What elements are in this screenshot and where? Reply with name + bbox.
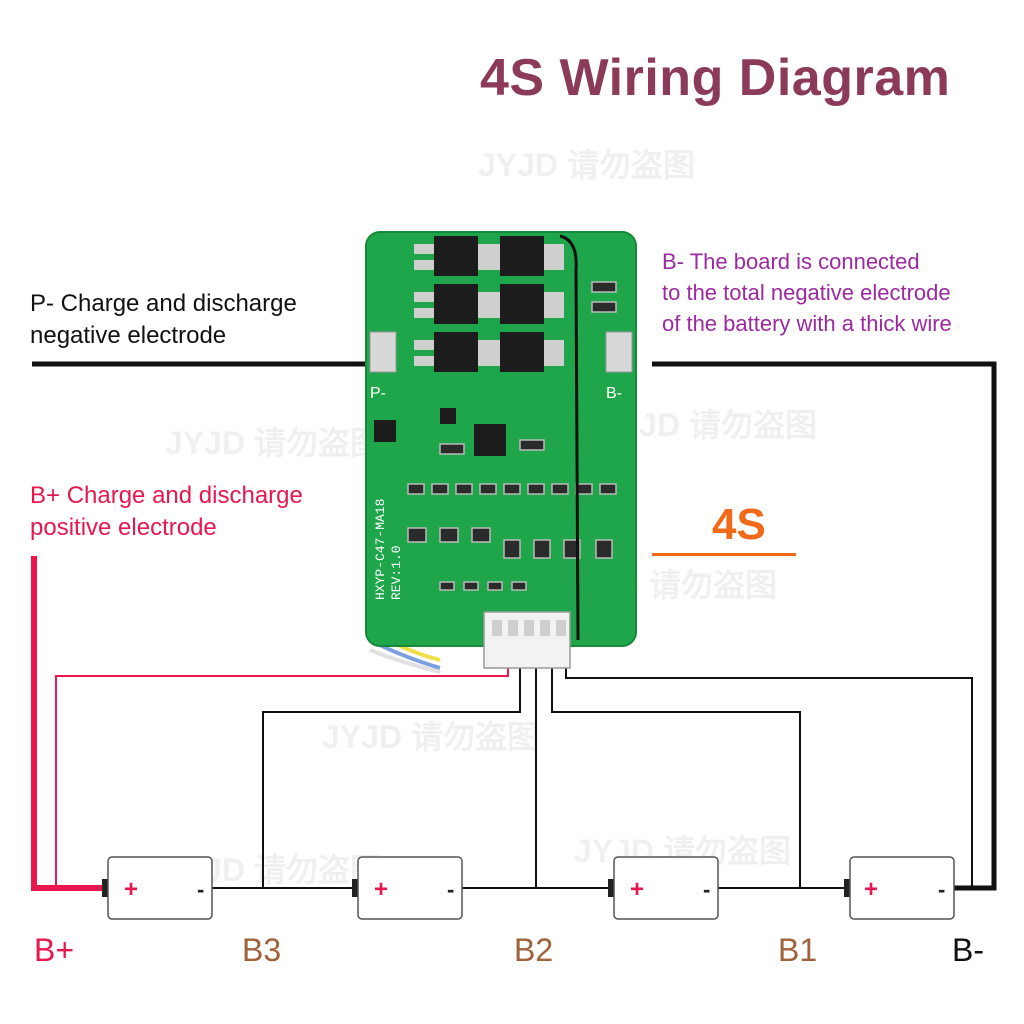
balance-wire-b-plus [55,668,509,888]
diagram-title: 4S Wiring Diagram [480,49,951,107]
balance-wire-b-minus [565,668,973,888]
battery-minus-symbol: - [703,877,710,902]
p-minus-label: P- Charge and discharge negative electro… [30,290,297,349]
battery-plus-symbol: + [630,876,644,903]
b-minus-wire [652,361,997,891]
battery-plus-symbol: + [864,876,878,903]
battery-plus-symbol: + [124,876,138,903]
board-rev: REV:1.0 [389,545,404,600]
node-label-b3: B3 [242,932,282,968]
battery-cell-4: + - [102,856,213,920]
battery-minus-symbol: - [447,877,454,902]
series-count-label: 4S [712,500,766,549]
battery-cell-3: + - [352,856,463,920]
pad-label-b-minus: B- [606,385,622,402]
b-minus-label: B- The board is connected to the total n… [662,249,952,336]
bms-board: P- B- [365,231,637,674]
series-count-underline [652,553,796,556]
node-label-b2: B2 [514,932,554,968]
battery-plus-symbol: + [374,876,388,903]
b-plus-wire [31,556,102,891]
node-label-b1: B1 [778,932,818,968]
b-plus-label: B+ Charge and discharge positive electro… [30,482,303,541]
balance-wire-b3 [262,668,521,888]
pad-label-p-minus: P- [370,385,386,402]
node-label-b-minus: B- [952,932,984,968]
node-label-b-plus: B+ [34,932,75,968]
board-model: HXYP-C47-MA18 [373,499,388,600]
battery-minus-symbol: - [938,877,945,902]
battery-minus-symbol: - [197,877,204,902]
balance-wire-b1 [551,668,801,888]
battery-cell-2: + - [608,856,719,920]
battery-cell-1: + - [844,856,955,920]
